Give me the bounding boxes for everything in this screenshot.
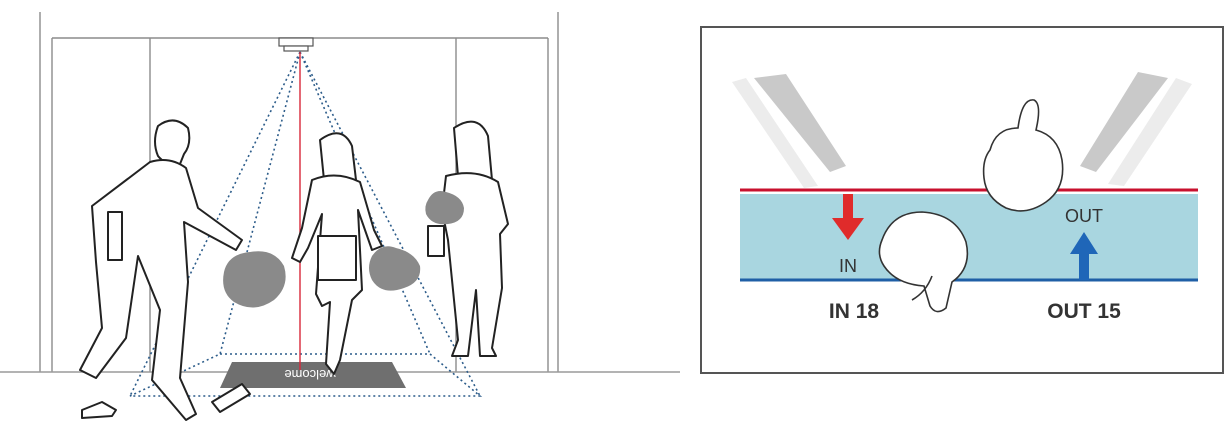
- welcome-mat-text: welcome: [284, 367, 336, 382]
- out-count: OUT 15: [1047, 300, 1121, 323]
- in-count: IN 18: [829, 300, 880, 323]
- counting-zone-diagram: IN OUT IN 18 OUT 15: [700, 26, 1224, 374]
- zone-out-label: OUT: [1065, 206, 1103, 226]
- person-woman-right-icon: [428, 122, 508, 356]
- counting-diagram: IN OUT IN 18 OUT 15: [700, 26, 1224, 374]
- entrance-scene: welcome: [0, 0, 680, 424]
- entrance-illustration: welcome: [0, 0, 680, 424]
- privacy-blur-icon: [369, 246, 420, 290]
- person-woman-center-icon: [292, 133, 382, 374]
- counting-zone: [740, 194, 1198, 280]
- welcome-mat: welcome: [220, 362, 406, 388]
- ceiling-sensor-icon: [279, 38, 313, 51]
- zone-in-label: IN: [839, 256, 857, 276]
- privacy-blur-icon: [223, 251, 286, 307]
